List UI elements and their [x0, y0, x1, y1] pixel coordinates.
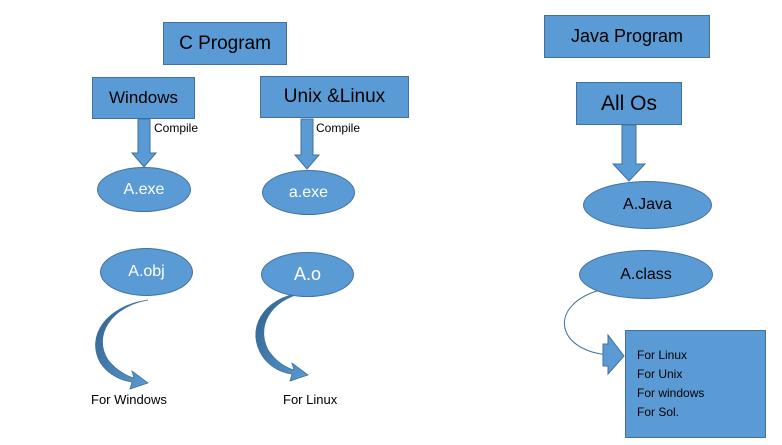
all-os-arrow: [611, 124, 647, 182]
unix-compile-label: Compile: [316, 121, 361, 135]
java-source-ellipse: A.Java: [583, 181, 712, 229]
java-distribution-curve: [563, 289, 609, 356]
windows-curved-arrow: [95, 299, 149, 390]
unix-o-ellipse: A.o: [261, 252, 354, 297]
supported-os-box: For Linux For Unix For windows For Sol.: [625, 330, 766, 438]
all-os-box: All Os: [576, 82, 682, 125]
windows-target-label: For Windows: [91, 392, 167, 407]
linux-target-label: For Linux: [283, 392, 338, 407]
os-item-unix: For Unix: [637, 367, 683, 381]
windows-box: Windows: [92, 77, 195, 119]
unix-linux-box: Unix &Linux: [260, 76, 409, 118]
linux-curved-arrow: [255, 291, 310, 382]
os-item-linux: For Linux: [637, 348, 688, 362]
os-item-windows: For windows: [637, 386, 705, 400]
unix-compile-arrow: [293, 118, 321, 170]
windows-compile-label: Compile: [154, 121, 199, 135]
windows-compile-arrow: [130, 118, 158, 168]
java-distribution-arrow: [602, 333, 625, 376]
windows-obj-ellipse: A.obj: [100, 248, 193, 296]
unix-exe-ellipse: a.exe: [262, 170, 355, 215]
c-program-box: C Program: [163, 22, 287, 65]
windows-exe-ellipse: A.exe: [97, 167, 191, 212]
java-class-ellipse: A.class: [579, 250, 713, 299]
java-program-box: Java Program: [544, 15, 710, 58]
os-item-sol: For Sol.: [637, 405, 680, 419]
